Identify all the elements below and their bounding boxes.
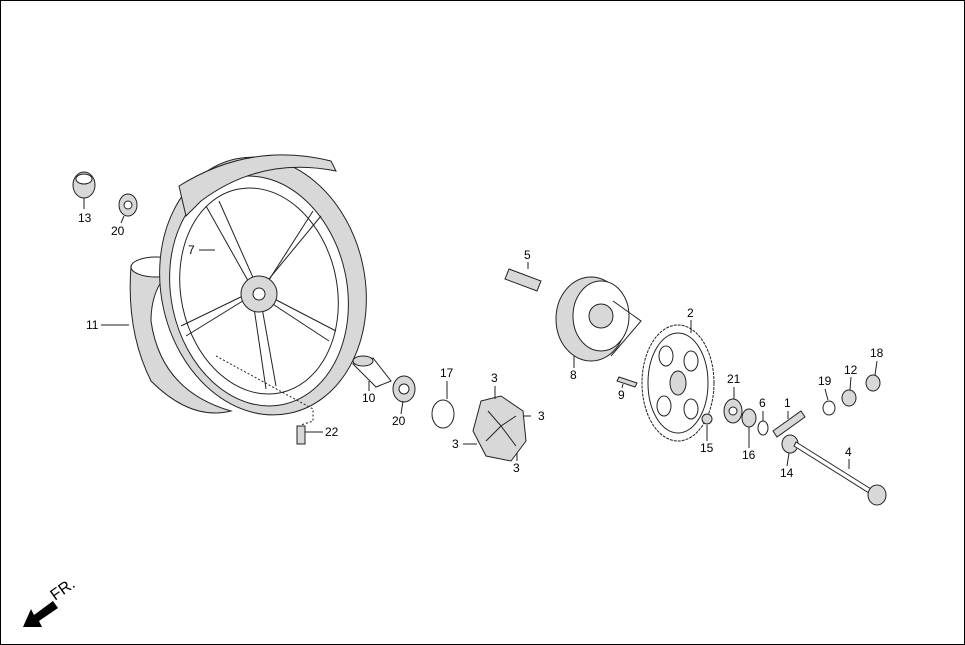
collar-16	[741, 408, 757, 428]
label-4: 4	[845, 445, 852, 459]
wheel-rim	[159, 154, 367, 416]
front-direction-arrow-icon	[23, 601, 58, 627]
label-21: 21	[727, 372, 741, 386]
front-direction-label: FR.	[48, 576, 79, 605]
label-20: 20	[111, 224, 125, 238]
label-3: 3	[538, 409, 545, 423]
label-3: 3	[452, 437, 459, 451]
pin-5	[504, 268, 542, 292]
axle-4	[793, 441, 887, 506]
bolt-9	[616, 376, 638, 388]
label-15: 15	[700, 441, 714, 455]
sprocket-2	[641, 324, 715, 442]
label-5: 5	[524, 248, 531, 262]
collar-10	[352, 355, 392, 388]
label-3: 3	[491, 371, 498, 385]
nut-18	[865, 374, 881, 392]
leader-lines	[83, 198, 878, 469]
washer-19	[822, 400, 836, 416]
label-7: 7	[188, 243, 195, 257]
label-18: 18	[870, 346, 884, 360]
label-11: 11	[86, 318, 99, 332]
nut-15	[701, 413, 713, 425]
label-10: 10	[362, 391, 376, 405]
axle-nut-13	[72, 171, 96, 199]
label-13: 13	[78, 211, 92, 225]
label-8: 8	[570, 368, 577, 382]
label-20: 20	[392, 414, 406, 428]
label-12: 12	[844, 363, 858, 377]
label-6: 6	[759, 396, 766, 410]
bearing-21	[723, 398, 743, 424]
label-22: 22	[325, 425, 339, 439]
damper-rubber-3	[472, 395, 527, 462]
nut-12	[841, 389, 857, 407]
label-3: 3	[513, 461, 520, 475]
label-14: 14	[780, 466, 794, 480]
valve-22	[215, 355, 314, 445]
sprocket-flange-8	[555, 276, 642, 362]
label-9: 9	[618, 388, 625, 402]
label-2: 2	[687, 306, 694, 320]
label-16: 16	[742, 448, 756, 462]
o-ring-17	[431, 399, 455, 429]
label-1: 1	[784, 396, 791, 410]
bearing-20b	[392, 375, 416, 403]
label-19: 19	[818, 374, 832, 388]
washer-6	[757, 420, 769, 436]
chain-adjuster-1	[772, 410, 806, 438]
bearing-20	[118, 193, 138, 217]
label-17: 17	[440, 366, 454, 380]
